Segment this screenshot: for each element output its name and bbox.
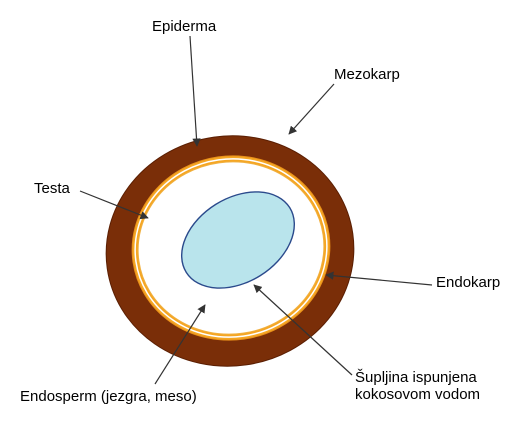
label-mezokarp: Mezokarp xyxy=(334,66,400,83)
mezokarp-arrow xyxy=(289,84,334,134)
label-endokarp: Endokarp xyxy=(436,274,500,291)
label-supljina-line1: Šupljina ispunjena xyxy=(355,369,480,386)
epiderma-arrow xyxy=(190,36,197,146)
label-supljina-line2: kokosovom vodom xyxy=(355,386,480,403)
label-epiderma: Epiderma xyxy=(152,18,216,35)
label-supljina: Šupljina ispunjena kokosovom vodom xyxy=(355,369,480,403)
label-endosperm: Endosperm (jezgra, meso) xyxy=(20,388,197,405)
label-testa: Testa xyxy=(34,180,70,197)
